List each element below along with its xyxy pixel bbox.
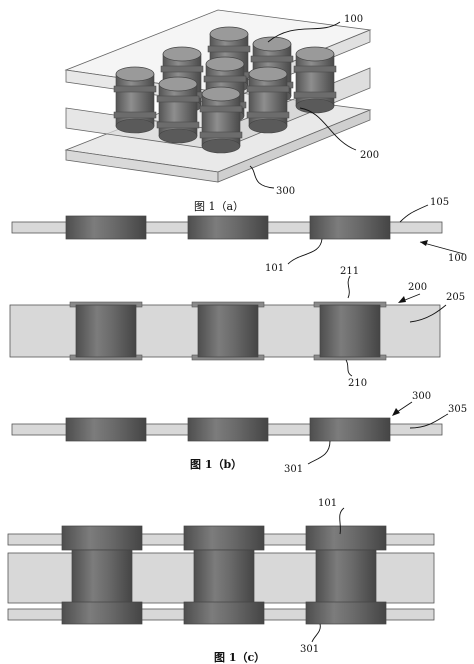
via-cylinder — [246, 66, 290, 134]
pad-301-1 — [65, 417, 147, 442]
pad-301-3 — [309, 417, 391, 442]
caption-1b: 图 1（b） — [190, 458, 242, 471]
figure-1b-cross-sections: 105 100 101 211 200 205 210 — [9, 197, 467, 475]
stack-via-column — [61, 525, 143, 625]
caption-1c: 图 1（c） — [214, 651, 265, 664]
via-array — [113, 26, 337, 154]
via-cylinder — [199, 86, 243, 154]
via-cylinder — [293, 46, 337, 114]
pad-101-3 — [309, 215, 391, 240]
caption-1a: 图 1（a） — [194, 200, 244, 213]
label-211: 211 — [340, 266, 359, 277]
label-100: 100 — [344, 14, 363, 25]
label-200: 200 — [360, 150, 379, 161]
label-105: 105 — [430, 197, 449, 208]
layer-100-section: 105 100 101 — [11, 197, 467, 274]
figure-1a-isometric: 100 200 300 图 1（a） — [64, 9, 379, 213]
label-210: 210 — [348, 378, 367, 389]
figure-1c-stacked: 101 301 图 1（c） — [7, 498, 435, 664]
via-210 — [191, 301, 265, 361]
label-100-b: 100 — [448, 253, 467, 264]
via-210 — [313, 301, 387, 361]
plate-300-side — [217, 109, 371, 183]
pad-301-2 — [187, 417, 269, 442]
stack-via-column — [183, 525, 265, 625]
label-300-b: 300 — [412, 391, 431, 402]
label-300: 300 — [276, 186, 295, 197]
label-101-b: 101 — [265, 263, 284, 274]
layer-200-section: 211 200 205 210 — [9, 266, 465, 389]
label-301-c: 301 — [300, 644, 319, 655]
pad-101-1 — [65, 215, 147, 240]
via-210 — [69, 301, 143, 361]
label-301-b: 301 — [284, 464, 303, 475]
label-101-c: 101 — [318, 498, 337, 509]
label-200-b: 200 — [408, 282, 427, 293]
label-305: 305 — [448, 404, 467, 415]
via-cylinder — [156, 76, 200, 144]
via-cylinder — [113, 66, 157, 134]
stack-via-column — [305, 525, 387, 625]
layer-300-section: 300 305 301 — [11, 391, 467, 475]
pad-101-2 — [187, 215, 269, 240]
label-205: 205 — [446, 292, 465, 303]
